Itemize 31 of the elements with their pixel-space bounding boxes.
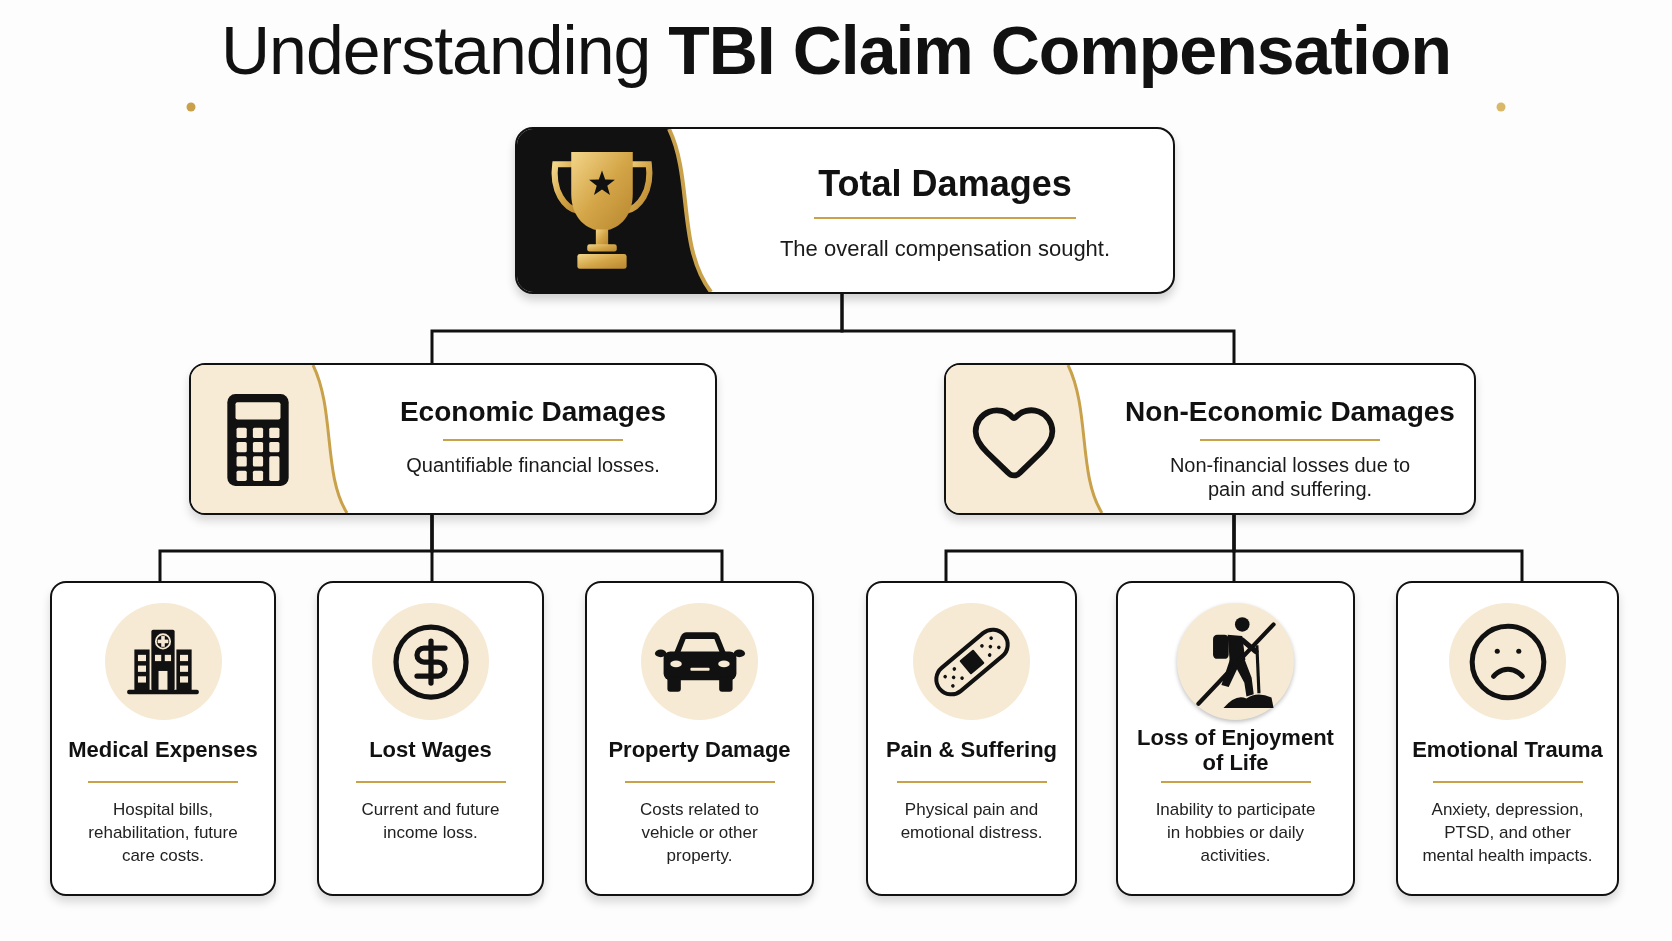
card-title: Property Damage xyxy=(608,737,791,763)
connector-line xyxy=(430,515,724,581)
card-title: Non-Economic Damages xyxy=(1125,395,1455,429)
card-title: Lost Wages xyxy=(369,737,492,763)
connector-line xyxy=(1232,515,1524,581)
page-title: Understanding TBI Claim Compensation xyxy=(221,11,1451,90)
card-title: Medical Expenses xyxy=(68,737,258,763)
item-card xyxy=(1396,581,1619,896)
card-description: Physical pain and emotional distress. xyxy=(899,799,1044,844)
card-description: Anxiety, depression, PTSD, and other mental health impacts. xyxy=(1421,799,1594,867)
item-card xyxy=(50,581,276,896)
card-title: Economic Damages xyxy=(399,395,667,429)
item-card xyxy=(585,581,814,896)
card-description: Non-financial losses due to pain and suffering. xyxy=(1168,452,1412,501)
item-card xyxy=(866,581,1077,896)
card-title: Pain & Suffering xyxy=(885,737,1058,763)
card-description: Quantifiable financial losses. xyxy=(406,452,660,477)
card-description: Current and future income loss. xyxy=(360,799,501,844)
card-title: Total Damages xyxy=(818,162,1072,206)
category-card xyxy=(189,363,717,515)
item-card xyxy=(1116,581,1355,896)
card-title: Emotional Trauma xyxy=(1412,737,1603,763)
item-card xyxy=(317,581,544,896)
category-card xyxy=(944,363,1476,515)
card-title: Loss of Enjoyment of Life xyxy=(1136,724,1335,776)
connector-line xyxy=(840,294,1236,363)
card-description: Inability to participate in hobbies or daily activities. xyxy=(1154,799,1317,867)
card-description: Hospital bills, rehabilitation, future care costs. xyxy=(87,799,239,867)
summary-card xyxy=(515,127,1175,294)
card-description: Costs related to vehicle or other property. xyxy=(638,799,761,867)
card-description: The overall compensation sought. xyxy=(779,235,1111,264)
